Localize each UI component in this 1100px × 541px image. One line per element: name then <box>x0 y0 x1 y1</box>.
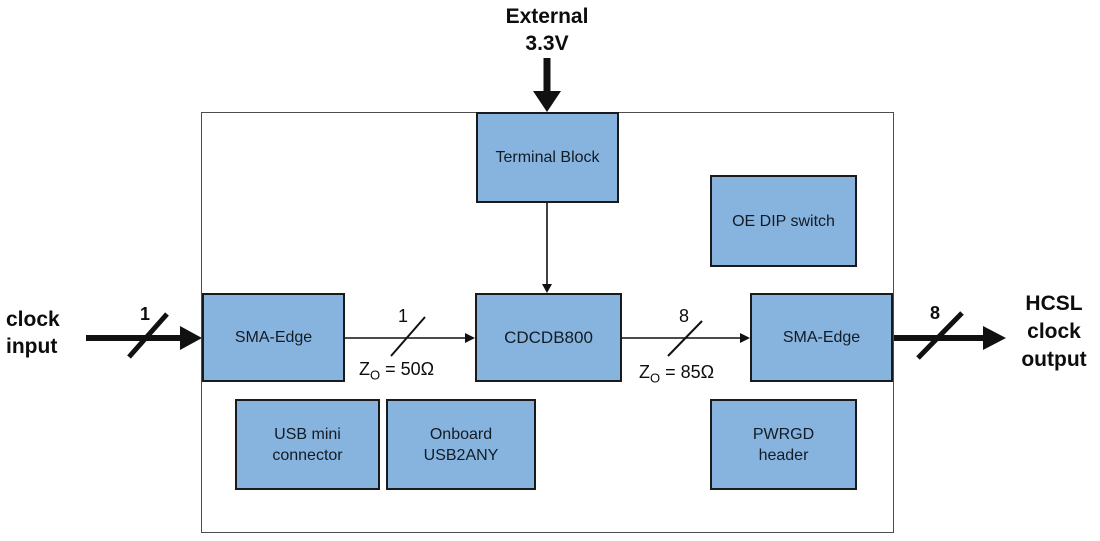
impedance-label-left: ZO = 50Ω <box>359 359 434 383</box>
onboard-usb2any-box: Onboard USB2ANY <box>386 399 536 490</box>
sma-edge-right-label: SMA-Edge <box>782 329 861 346</box>
bus-width-mid-right: 8 <box>679 306 690 326</box>
bus-width-input: 1 <box>140 304 151 324</box>
terminal-block-label: Terminal Block <box>495 149 600 166</box>
impedance-left-sub: O <box>370 367 381 383</box>
arrow-clock-output <box>894 311 1006 360</box>
usb-mini-connector-label: USB mini connector <box>272 425 343 464</box>
external-supply-label: External 3.3V <box>505 5 589 55</box>
clock-input-label: clock input <box>6 308 60 358</box>
cdcdb800-box: CDCDB800 <box>475 293 622 382</box>
impedance-right-sub: O <box>650 370 661 386</box>
oe-dip-switch-label: OE DIP switch <box>732 212 835 230</box>
oe-dip-switch-box: OE DIP switch <box>710 175 857 267</box>
usb-mini-connector-box: USB mini connector <box>235 399 380 490</box>
impedance-label-right: ZO = 85Ω <box>639 362 714 386</box>
impedance-right-value: = 85Ω <box>660 362 715 382</box>
pwrgd-header-label: PWRGD header <box>752 425 815 464</box>
sma-edge-left-label: SMA-Edge <box>234 329 313 346</box>
onboard-usb2any-label: Onboard USB2ANY <box>423 425 499 464</box>
sma-edge-right-box: SMA-Edge <box>750 293 893 382</box>
arrow-external-to-terminal <box>533 58 561 112</box>
impedance-left-value: = 50Ω <box>380 359 435 379</box>
pwrgd-header-box: PWRGD header <box>710 399 857 490</box>
cdcdb800-label: CDCDB800 <box>504 328 593 347</box>
bus-width-mid-left: 1 <box>398 306 409 326</box>
impedance-left-base: Z <box>359 359 370 379</box>
impedance-right-base: Z <box>639 362 650 382</box>
hcsl-clock-output-label: HCSL clock output <box>1021 292 1087 371</box>
terminal-block-box: Terminal Block <box>476 112 619 203</box>
bus-width-output: 8 <box>930 303 941 323</box>
sma-edge-left-box: SMA-Edge <box>202 293 345 382</box>
